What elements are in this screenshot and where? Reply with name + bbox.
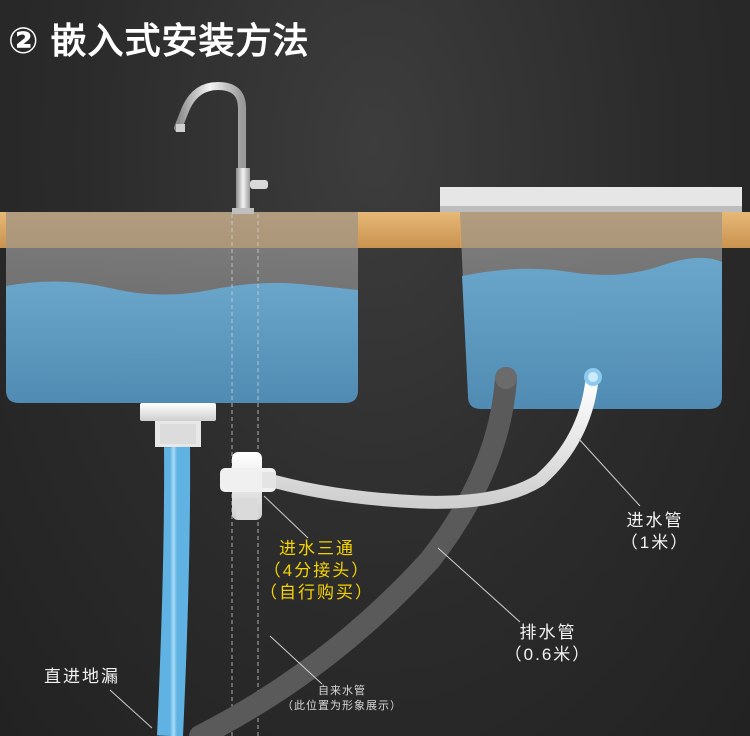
inlet-label: 进水管 （1米） bbox=[600, 510, 710, 554]
page-title: ② 嵌入式安装方法 bbox=[8, 12, 309, 64]
floor-drain-leader bbox=[110, 690, 152, 728]
tee-leader bbox=[264, 496, 308, 538]
floor-drain-label: 直进地漏 bbox=[22, 666, 142, 688]
sink-drain-fitting bbox=[140, 403, 216, 447]
inlet-label-line1: 进水管 bbox=[600, 510, 710, 532]
tap-label-line1: 自来水管 bbox=[262, 684, 422, 699]
drain-label-line1: 排水管 bbox=[488, 622, 608, 644]
tee-label-line3: （自行购买） bbox=[252, 582, 382, 604]
tee-label-line1: 进水三通 bbox=[252, 538, 382, 560]
left-sink bbox=[6, 212, 358, 403]
tap-label: 自来水管 （此位置为形象展示） bbox=[262, 684, 422, 714]
water-tee bbox=[220, 452, 276, 520]
floor-drain-hose bbox=[170, 447, 177, 736]
tee-label-line2: （4分接头） bbox=[252, 560, 382, 582]
tee-label: 进水三通 （4分接头） （自行购买） bbox=[252, 538, 382, 604]
inlet-leader bbox=[578, 438, 640, 506]
drain-label-line2: （0.6米） bbox=[488, 644, 608, 666]
inlet-label-line2: （1米） bbox=[600, 532, 710, 554]
drain-leader bbox=[438, 548, 520, 622]
drain-label: 排水管 （0.6米） bbox=[488, 622, 608, 666]
faucet bbox=[176, 86, 268, 214]
tap-label-line2: （此位置为形象展示） bbox=[262, 699, 422, 714]
